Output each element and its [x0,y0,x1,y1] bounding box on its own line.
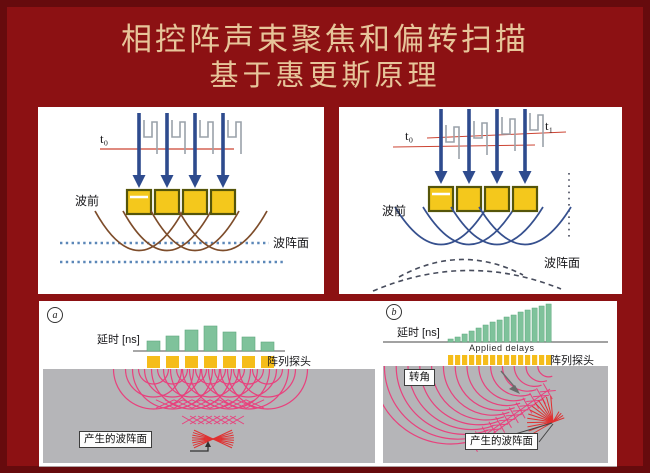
wavefront-surface-label: 波阵面 [544,256,581,270]
wavefront-surface-label: 波阵面 [273,236,310,250]
focus-pointer-arrow [190,447,209,452]
wavefront-dashed-arc-1 [398,258,524,278]
diagram-tag-a: a [47,307,63,323]
delay-axis-label-a: 延时 [ns] [97,334,140,346]
delay-axis-label-b: 延时 [ns] [397,327,440,339]
diagram-flat-wavefront-panel: t₀ 波前 波阵面 [38,107,324,294]
generated-wavefront-label-b: 产生的波阵面 [465,433,538,451]
diagram-steered-wavefront-panel: t₀ t₁ 波前 波阵面 [339,107,622,294]
applied-delays-label: Applied delays [469,343,535,353]
wavefront-dashed-arc-2 [372,269,562,292]
array-probe-label-b: 阵列探头 [550,355,594,367]
array-probe-label-a: 阵列探头 [267,356,311,368]
wavefront-label: 波前 [75,194,100,208]
diagram-tag-b: b [386,304,402,320]
slide-title-line2: 基于惠更斯原理 [209,59,441,92]
t0-label: t₀ [405,128,414,143]
generated-wavefront-label-a: 产生的波阵面 [79,431,152,449]
delay-law-panel: a 延时 [ns] 阵列探头 产生的波阵面 b 延时 [ns] Applied … [39,301,617,467]
leader-line-2 [538,423,554,443]
t0-label: t₀ [100,131,109,146]
steering-angle-label: 转角 [404,369,435,387]
steered-wavefront-diagram [372,109,572,292]
medium-region-a [43,369,375,463]
flat-wavefront-diagram [60,113,285,264]
t1-label: t₁ [545,118,554,133]
slide-title: 相控阵声束聚焦和偏转扫描 基于惠更斯原理 [0,22,650,93]
wavefront-label: 波前 [382,204,407,218]
slide-title-line1: 相控阵声束聚焦和偏转扫描 [121,22,529,57]
